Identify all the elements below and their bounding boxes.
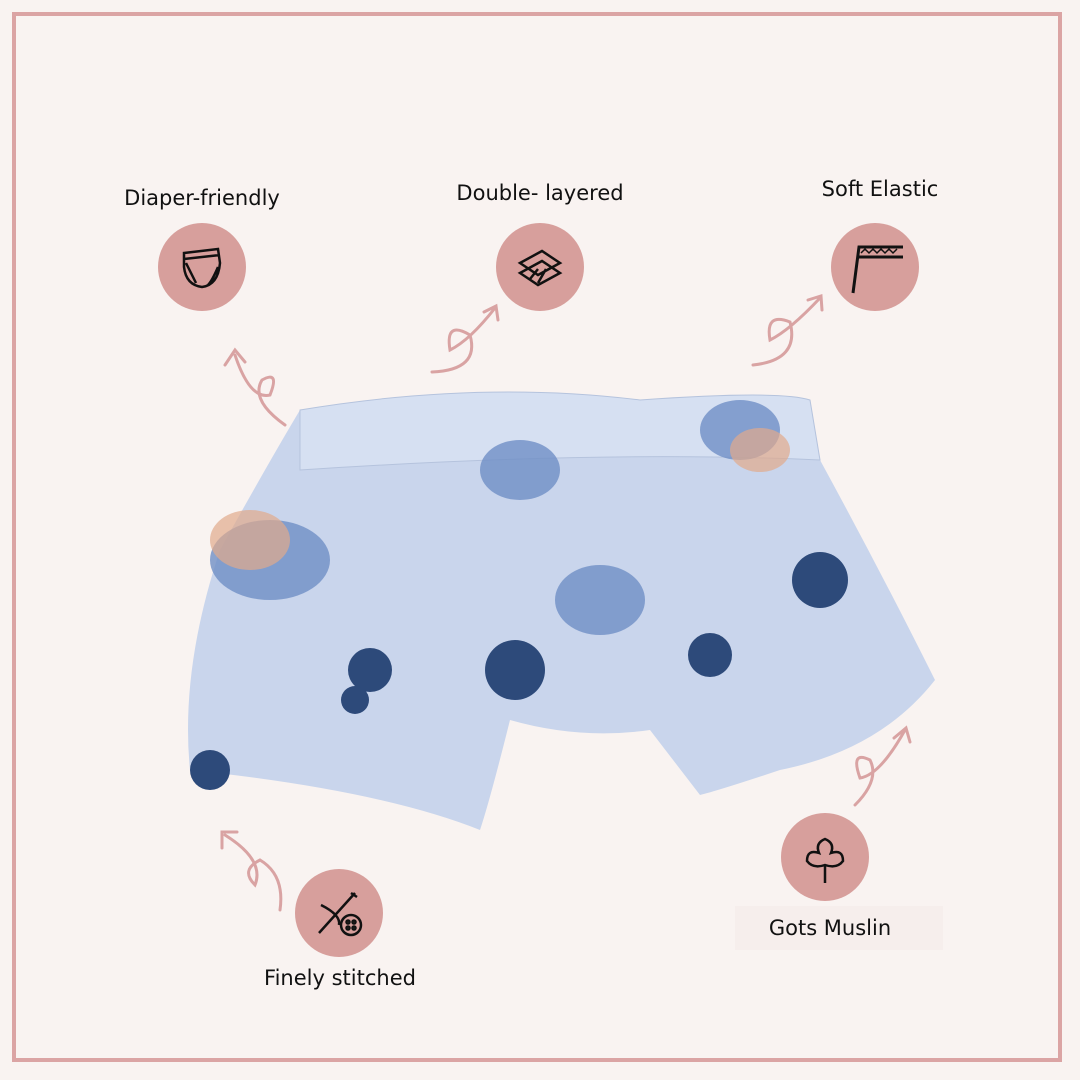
elastic-waistband-icon xyxy=(831,223,919,311)
page-border xyxy=(12,12,1062,1062)
feature-label-soft-elastic: Soft Elastic xyxy=(821,177,939,201)
layers-icon xyxy=(496,223,584,311)
feature-label-double-layered: Double- layered xyxy=(456,181,624,205)
feature-label-finely-stitched: Finely stitched xyxy=(264,966,416,990)
gots-muslin-label-background xyxy=(735,906,943,950)
product-image-muslin-shorts xyxy=(188,391,935,830)
diaper-icon xyxy=(158,223,246,311)
feature-label-gots-muslin: Gots Muslin xyxy=(768,916,892,940)
cotton-flower-icon xyxy=(781,813,869,901)
needle-button-icon xyxy=(295,869,383,957)
feature-label-diaper-friendly: Diaper-friendly xyxy=(124,186,280,210)
